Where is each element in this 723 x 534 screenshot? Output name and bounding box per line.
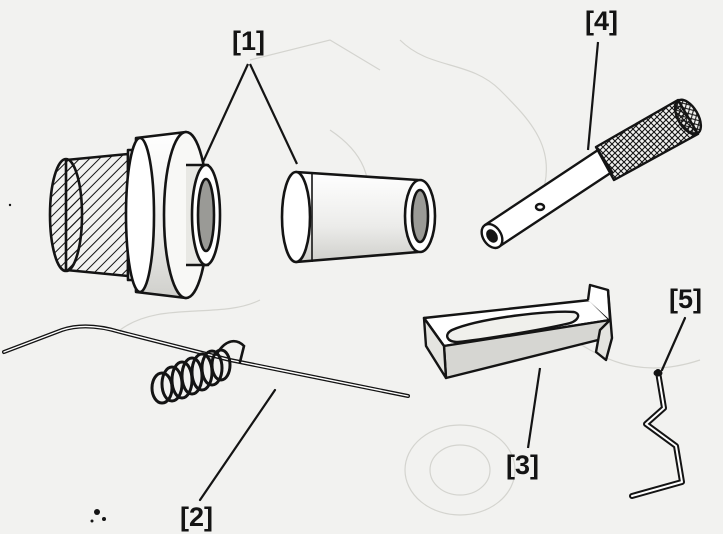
part-4-locking-pin xyxy=(480,41,703,250)
background-sketch xyxy=(119,39,701,516)
ink-specks xyxy=(8,203,106,523)
label-part-4: [4] xyxy=(585,6,618,36)
part-5-wire-hook xyxy=(629,316,687,499)
label-part-5: [5] xyxy=(669,284,702,314)
part-3-slotted-block xyxy=(422,283,614,449)
sleeve-small xyxy=(280,170,437,264)
part-1-leaders xyxy=(202,63,298,165)
label-part-3: [3] xyxy=(506,450,539,480)
label-part-1: [1] xyxy=(232,26,265,56)
spring-coil xyxy=(150,339,246,405)
part-1-sleeve-tool xyxy=(48,63,437,300)
sleeve-large xyxy=(48,130,222,300)
part-2-spring-wire xyxy=(2,324,410,502)
label-part-2: [2] xyxy=(180,502,213,532)
